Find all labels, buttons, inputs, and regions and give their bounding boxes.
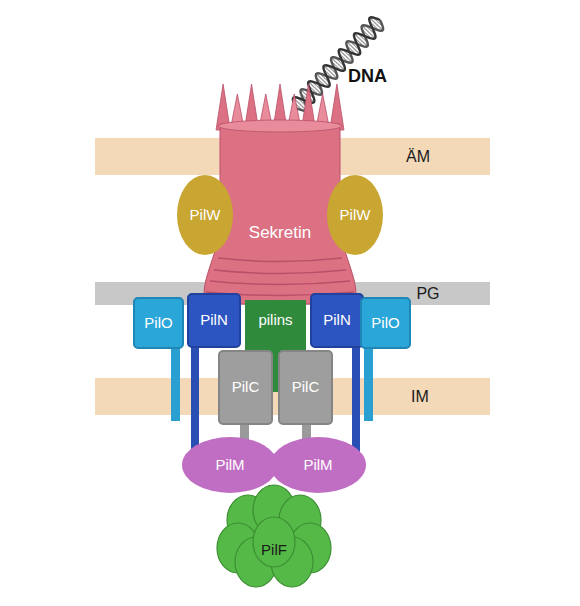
protein-box: PilO xyxy=(360,297,411,349)
protein-name: PilN xyxy=(200,312,228,329)
pilo-stalk xyxy=(171,345,180,421)
protein-ellipse: PilW xyxy=(327,175,383,255)
layer-label: ÄM xyxy=(406,148,430,166)
protein-name: Sekretin xyxy=(249,224,311,243)
secretin-rib xyxy=(210,281,350,285)
protein-box: PilC xyxy=(218,350,273,425)
protein-box: PilO xyxy=(133,297,184,349)
layer-label: PG xyxy=(416,285,439,303)
protein-name: PilF xyxy=(261,542,287,559)
secretin-rib xyxy=(218,258,342,262)
protein-name: PilC xyxy=(292,379,320,396)
protein-name: PilW xyxy=(190,207,221,224)
protein-name: PilM xyxy=(215,457,244,474)
secretin-rim xyxy=(218,120,342,132)
protein-box: PilN xyxy=(187,293,241,348)
transmembrane-stalk xyxy=(352,346,360,452)
protein-name: PilN xyxy=(323,312,351,329)
transmembrane-stalk xyxy=(191,346,199,450)
protein-cluster: PilF xyxy=(218,490,330,590)
molecule-label: DNA xyxy=(346,66,389,87)
protein-box: PilN xyxy=(310,293,364,348)
protein-name: pilins xyxy=(258,312,292,329)
protein-name: PilM xyxy=(303,457,332,474)
secretin-rib xyxy=(214,270,346,274)
pilo-stalk xyxy=(364,345,373,421)
protein-name: PilO xyxy=(144,315,172,332)
pilf-subunit xyxy=(253,517,295,567)
protein-name: PilO xyxy=(371,315,399,332)
protein-box: PilC xyxy=(278,350,333,425)
protein-name: PilC xyxy=(232,379,260,396)
layer-label: IM xyxy=(411,388,429,406)
protein-ellipse: PilM xyxy=(270,437,366,493)
protein-ellipse: PilW xyxy=(177,175,233,255)
protein-ellipse: PilM xyxy=(182,437,278,493)
protein-name: PilW xyxy=(340,207,371,224)
protein-cluster-outline xyxy=(218,490,330,590)
